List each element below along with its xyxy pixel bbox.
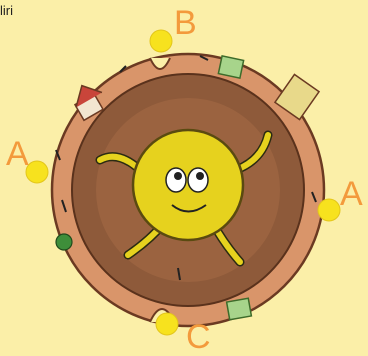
label-a-left: A — [6, 135, 29, 173]
building-icon — [227, 298, 252, 320]
building-icon — [218, 56, 243, 78]
tree-icon — [56, 234, 72, 250]
label-a-right: A — [340, 175, 363, 213]
marker-a-right — [318, 199, 340, 221]
marker-a-left — [26, 161, 48, 183]
marker-c — [156, 313, 178, 335]
marker-b — [150, 30, 172, 52]
label-b: B — [174, 4, 197, 42]
label-c: C — [186, 318, 211, 356]
